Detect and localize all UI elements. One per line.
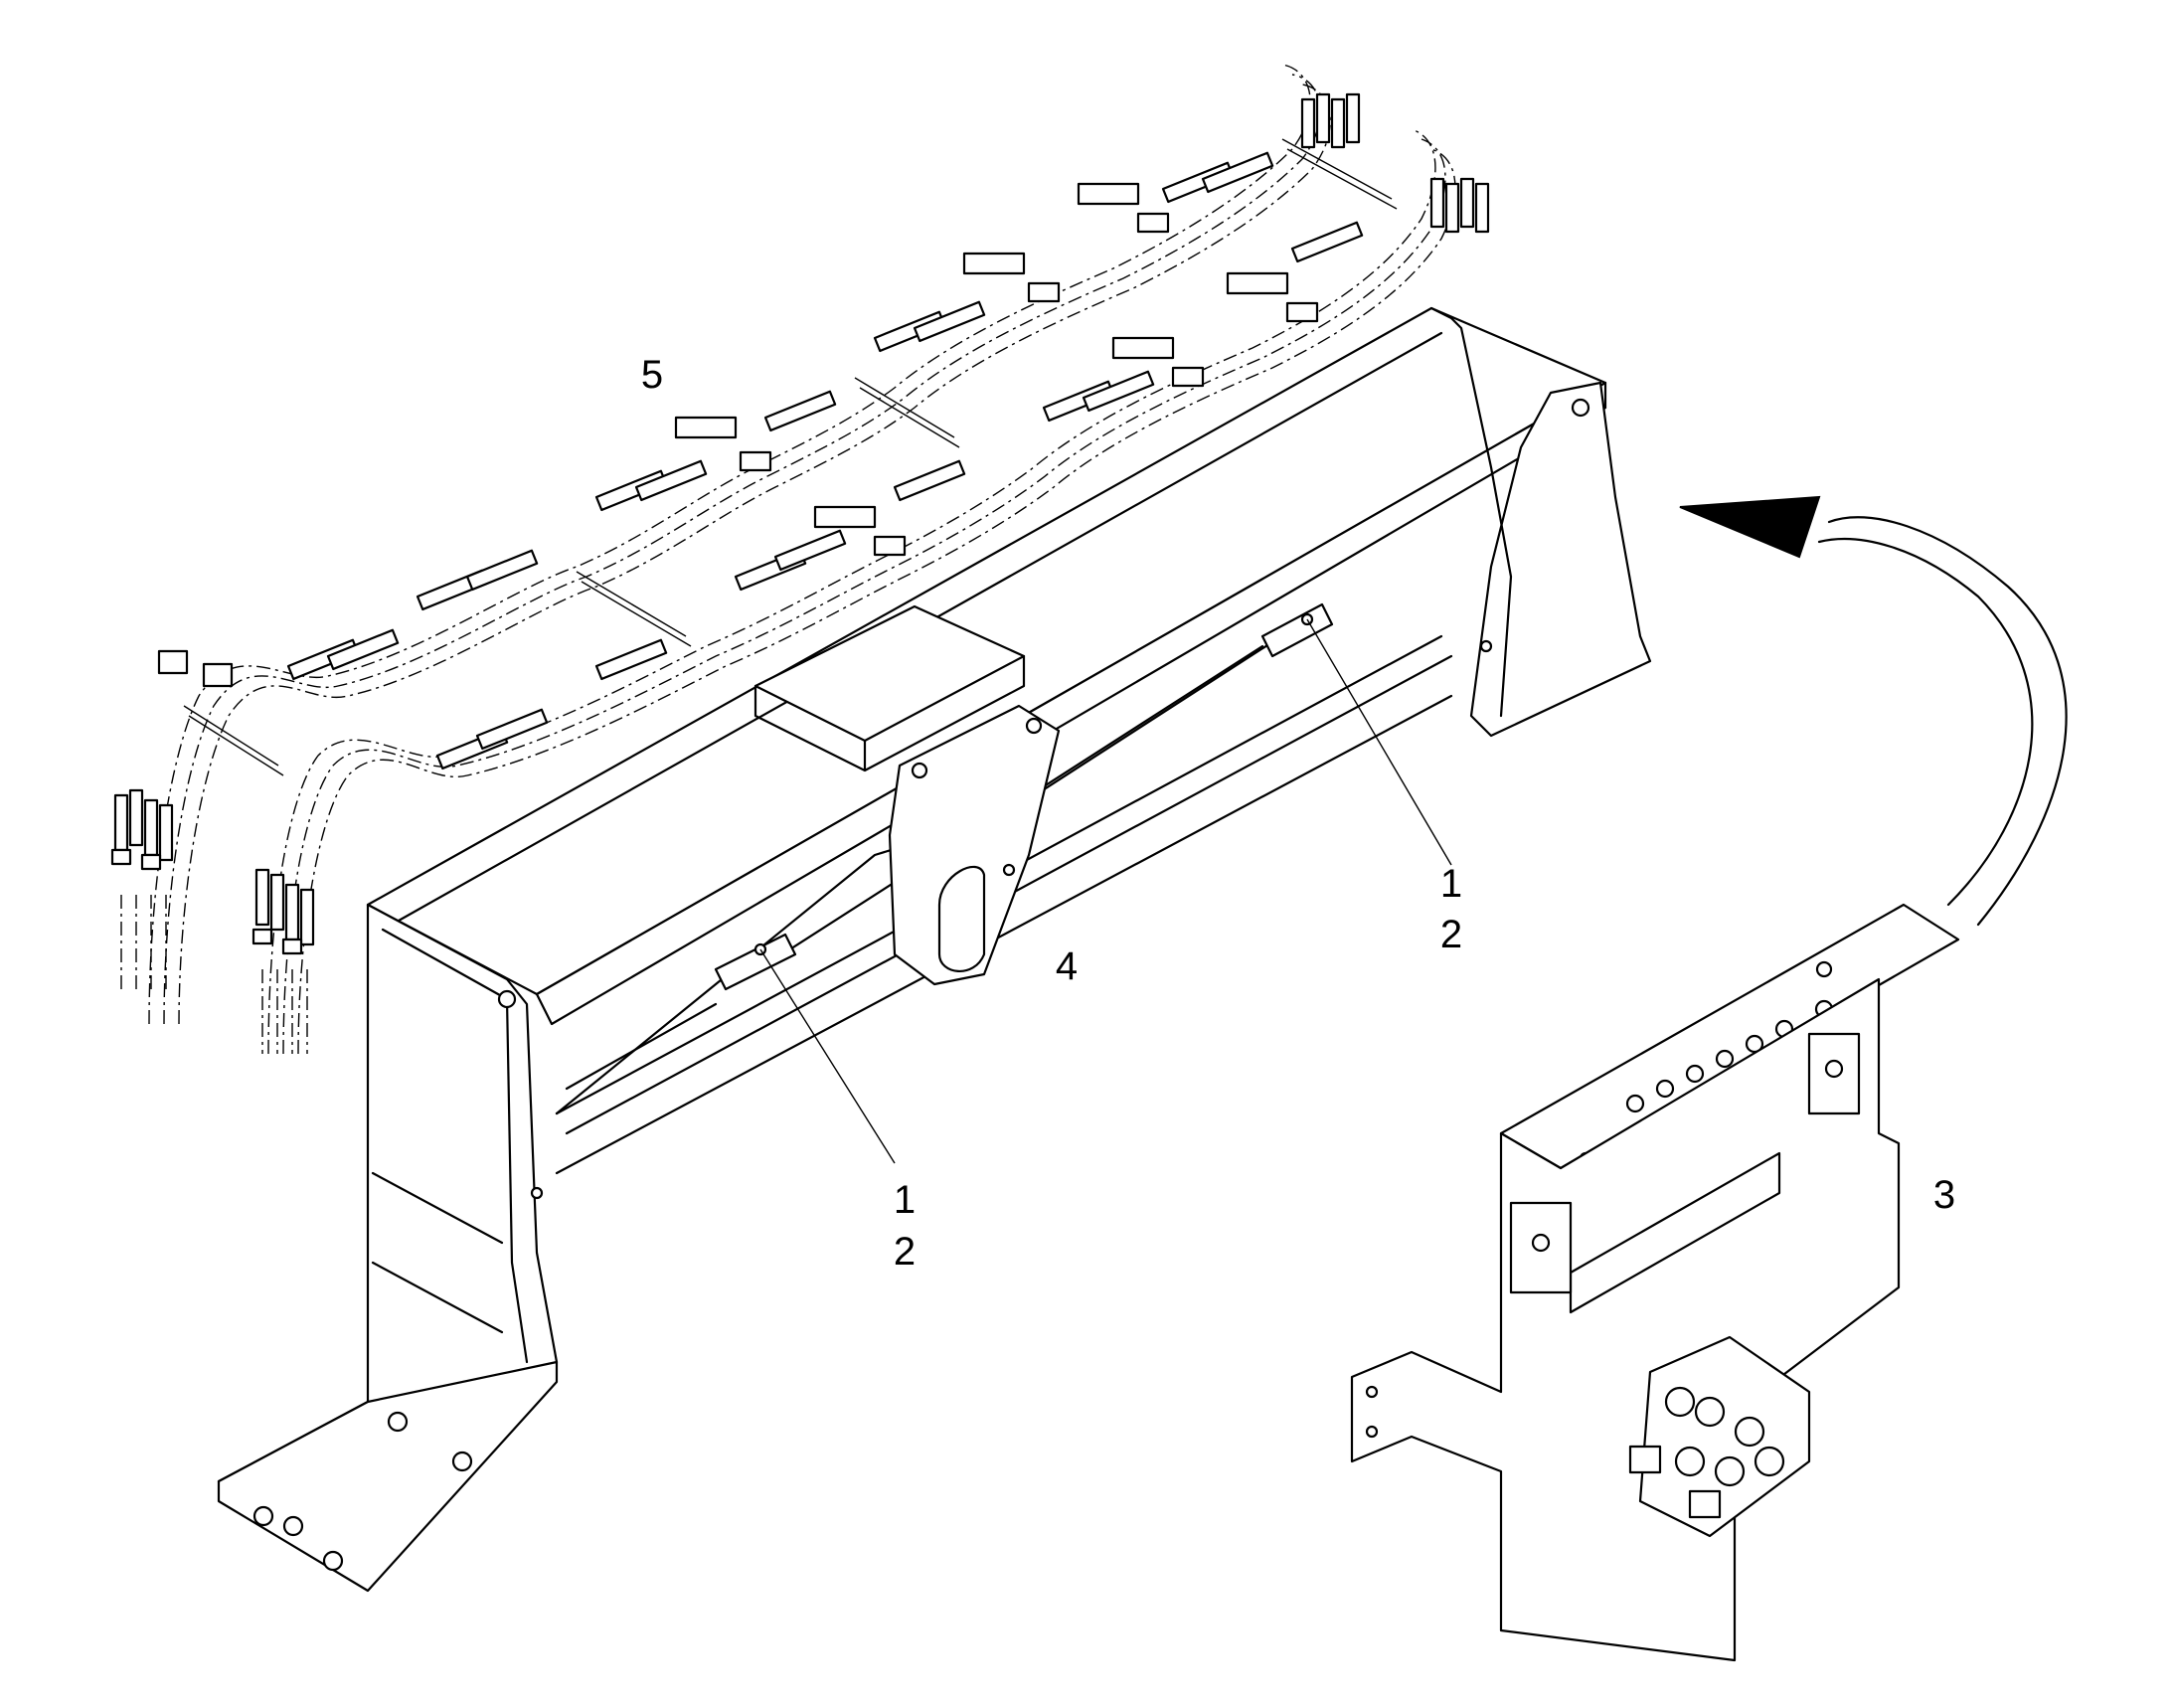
rotation-arrow [1679,495,2068,927]
callouts: 5 4 3 1 2 1 2 [641,353,1955,1274]
callout-4: 4 [1056,944,1078,988]
hose-harness [110,64,1490,1055]
callout-1-left: 1 [894,1178,916,1222]
callout-1-right: 1 [1440,862,1462,906]
callout-3: 3 [1933,1173,1955,1217]
callout-5: 5 [641,353,663,397]
callout-2-right: 2 [1440,913,1462,956]
main-frame [217,306,1652,1593]
leader-lines [759,618,1452,1164]
valve-bracket [1350,903,1960,1662]
callout-2-left: 2 [894,1230,916,1274]
